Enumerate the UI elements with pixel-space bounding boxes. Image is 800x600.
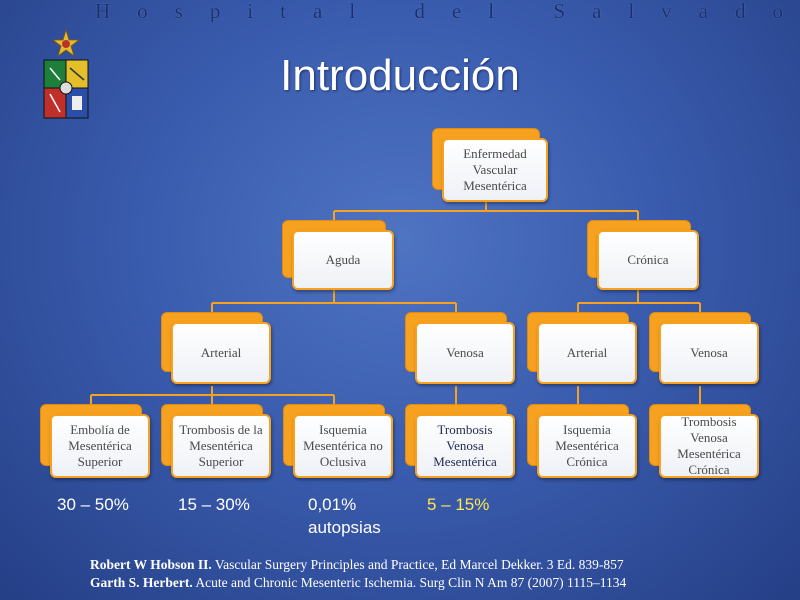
- university-logo: [43, 28, 89, 119]
- stat-venosa: 5 – 15%: [427, 495, 490, 514]
- node-label: Trombosis Venosa Mesentérica Crónica: [659, 414, 759, 478]
- node-label: Enfermedad Vascular Mesentérica: [442, 138, 548, 202]
- node-label: Embolía de Mesentérica Superior: [50, 414, 150, 478]
- node-label: Trombosis de la Mesentérica Superior: [171, 414, 271, 478]
- node-label: Venosa: [659, 322, 759, 384]
- institution-header: Hospital del Salvador: [95, 0, 795, 22]
- node-label: Isquemia Mesentérica no Oclusiva: [293, 414, 393, 478]
- reference-2: Garth S. Herbert. Acute and Chronic Mese…: [90, 574, 626, 592]
- reference-1: Robert W Hobson II. Vascular Surgery Pri…: [90, 556, 624, 574]
- stat-isquemia: 0,01%: [308, 495, 357, 514]
- node-label: Crónica: [597, 230, 699, 290]
- stat-embolia: 30 – 50%: [57, 495, 129, 514]
- reference-author: Robert W Hobson II.: [90, 557, 212, 572]
- node-label: Arterial: [537, 322, 637, 384]
- node-label: Trombosis Venosa Mesentérica: [415, 414, 515, 478]
- node-label: Arterial: [171, 322, 271, 384]
- slide-title: Introducción: [280, 51, 520, 100]
- node-label: Venosa: [415, 322, 515, 384]
- stat-trombosis: 15 – 30%: [178, 495, 250, 514]
- reference-author: Garth S. Herbert.: [90, 575, 193, 590]
- reference-text: Vascular Surgery Principles and Practice…: [211, 557, 624, 572]
- reference-text: Acute and Chronic Mesenteric Ischemia. S…: [192, 575, 627, 590]
- node-label: Isquemia Mesentérica Crónica: [537, 414, 637, 478]
- node-label: Aguda: [292, 230, 394, 290]
- stat-isquemia-note: autopsias: [308, 518, 381, 537]
